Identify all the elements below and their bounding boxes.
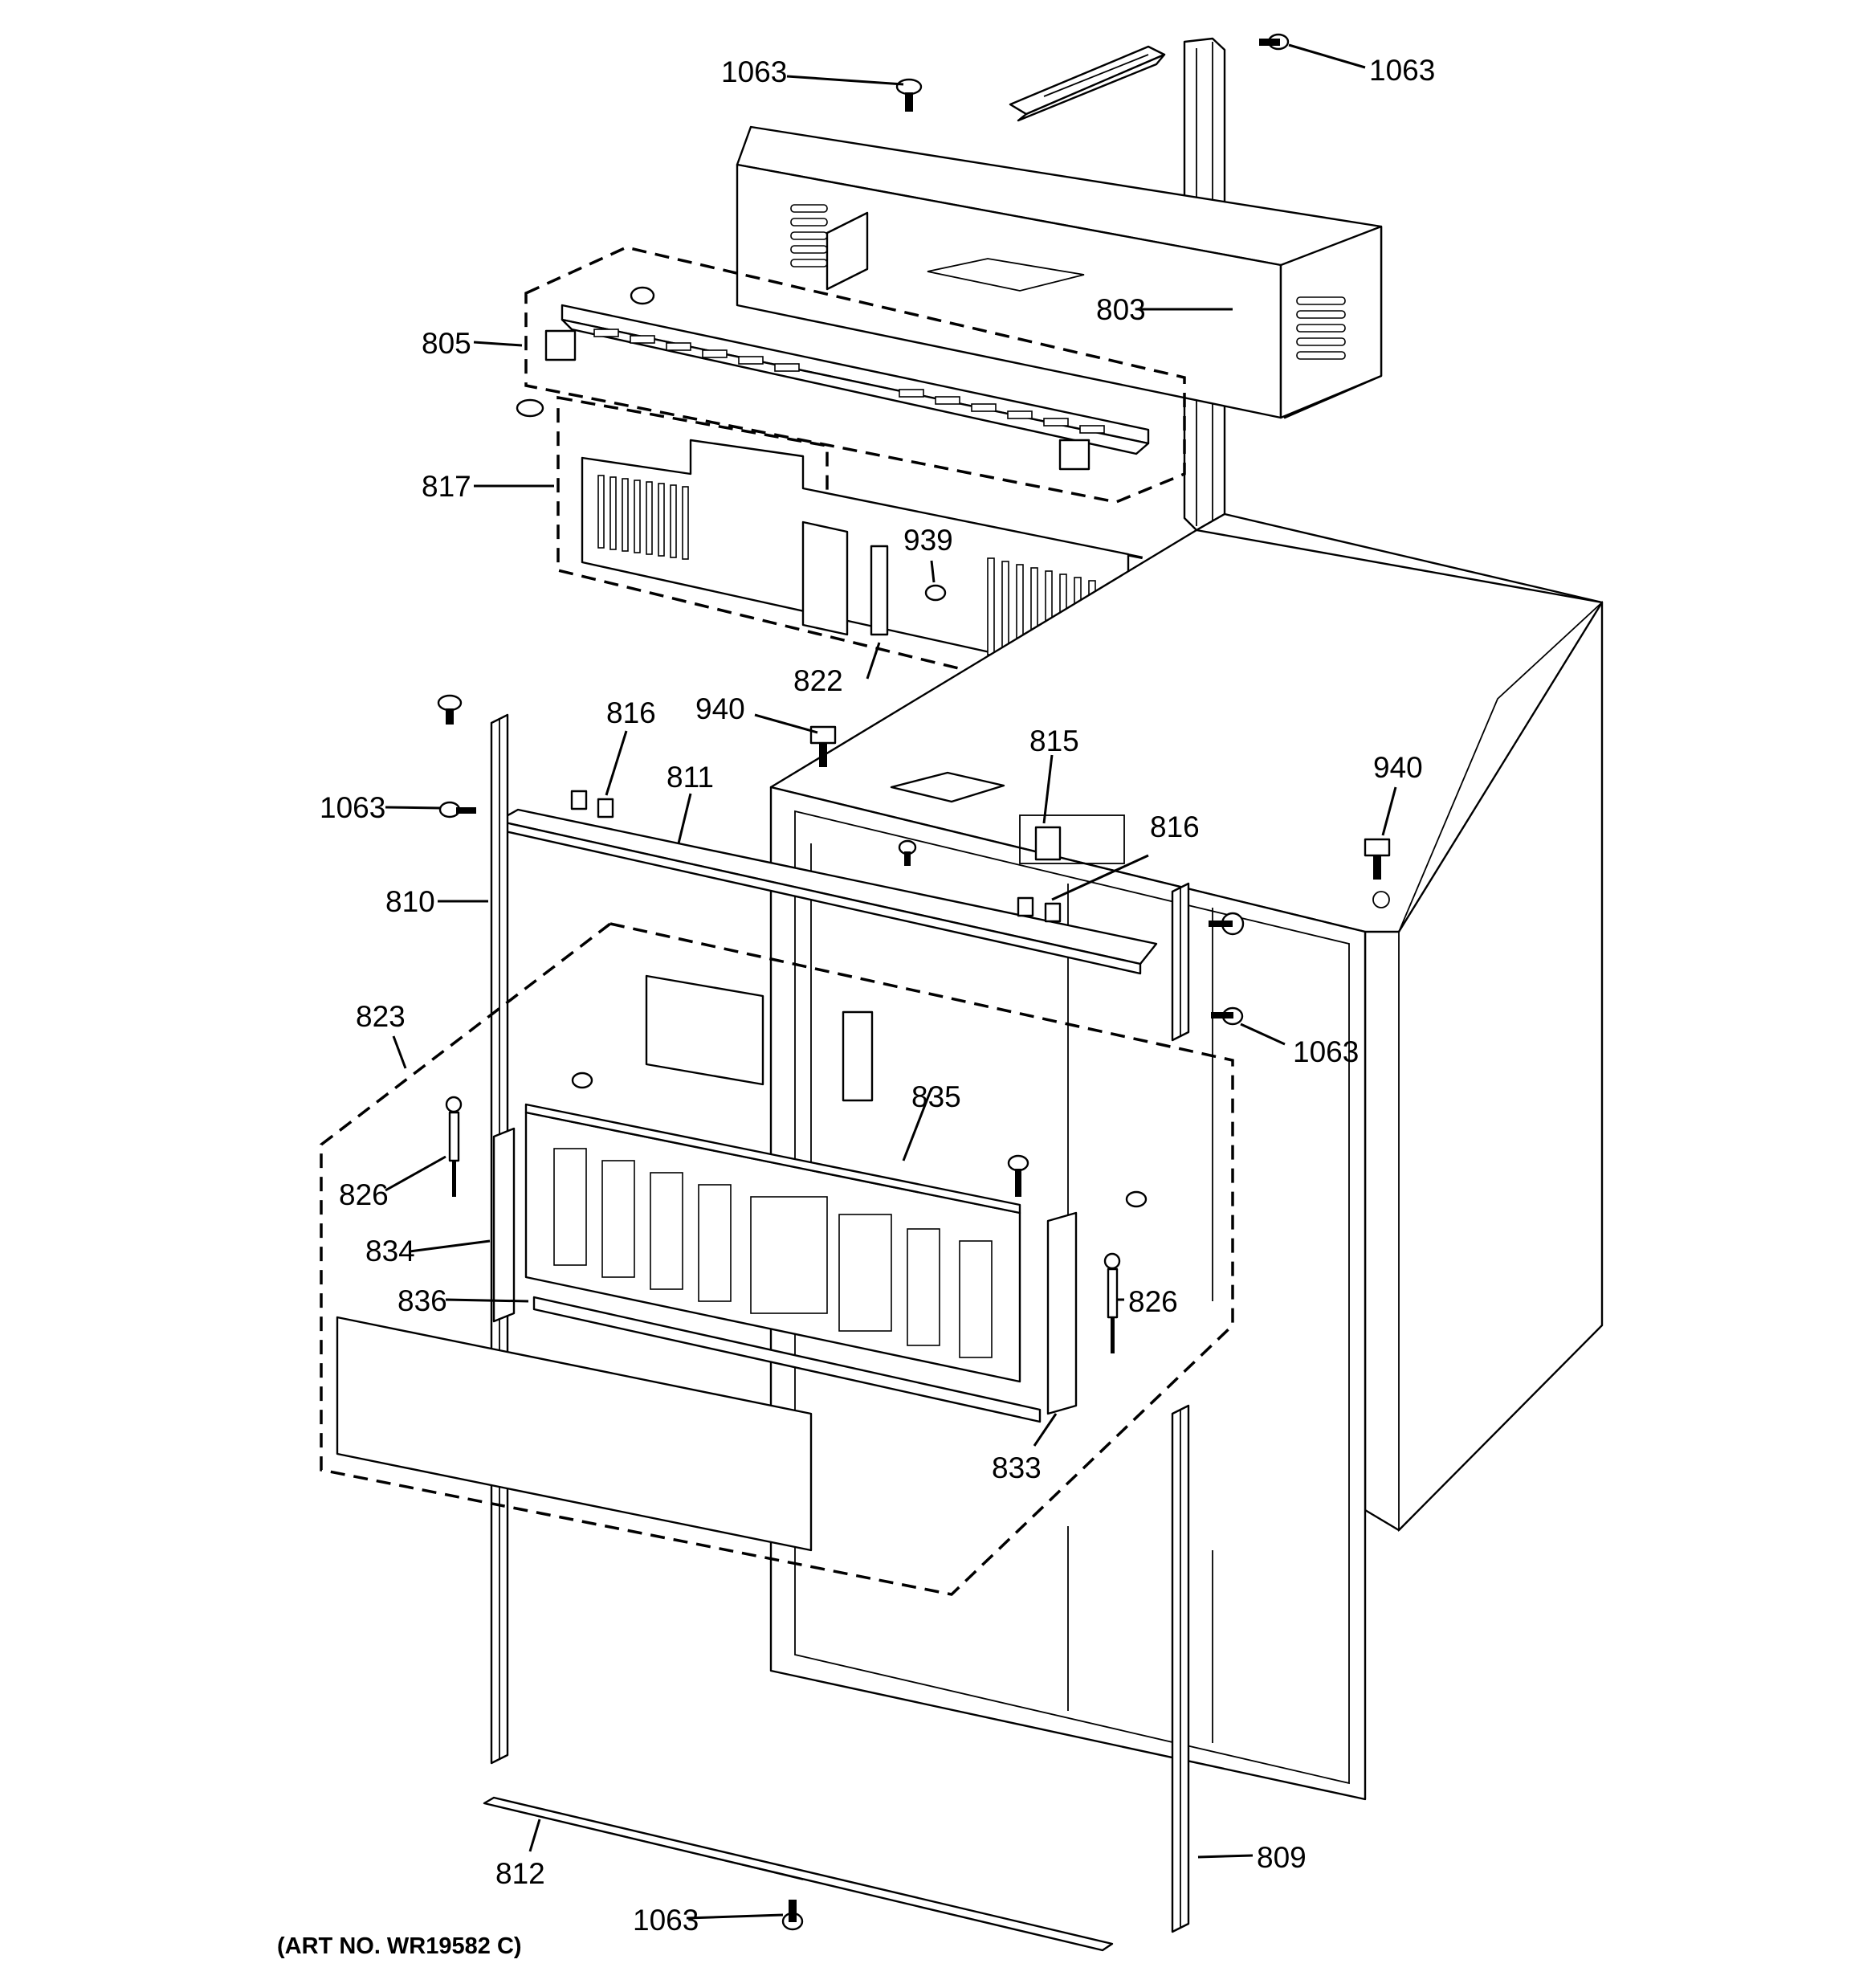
- screw-icon: [516, 398, 544, 418]
- callout-810: 810: [385, 885, 435, 918]
- bracket-clip-left: [544, 329, 577, 361]
- housing-left-vents: [790, 204, 828, 267]
- bracket-clip-right: [1058, 439, 1090, 471]
- bolt-icon: [809, 725, 837, 767]
- callout-815: 815: [1029, 725, 1079, 757]
- top-mounting-rail: [1009, 45, 1166, 122]
- callout-834: 834: [365, 1235, 415, 1268]
- panel-vents-left: [597, 475, 689, 560]
- bottom-trim-812: [483, 1796, 1114, 1952]
- callout-826: 826: [339, 1178, 389, 1211]
- screw-icon: [437, 694, 463, 725]
- callout-835: 835: [911, 1080, 961, 1113]
- art-number: (ART NO. WR19582 C): [277, 1933, 522, 1959]
- screw-icon: [1259, 33, 1290, 51]
- callout-817: 817: [422, 470, 471, 503]
- spacer-822: [870, 545, 889, 636]
- callout-1063: 1063: [320, 791, 385, 824]
- screw-icon: [1007, 1154, 1029, 1197]
- door-panel: [336, 1316, 813, 1552]
- side-trim-809: [1171, 882, 1190, 1933]
- callout-836: 836: [397, 1284, 447, 1317]
- screw-icon: [898, 839, 917, 866]
- assembly-805-outline: [524, 246, 1186, 504]
- side-bracket-833: [1046, 1211, 1078, 1415]
- side-bracket-834: [492, 1127, 516, 1323]
- gas-strut-826-left: [445, 1096, 463, 1197]
- front-vent-bracket: [561, 304, 1150, 455]
- clip-816: [570, 790, 588, 810]
- screw-icon: [781, 1900, 804, 1931]
- callout-833: 833: [992, 1451, 1042, 1484]
- callout-816: 816: [606, 696, 656, 729]
- callout-1063: 1063: [1369, 54, 1435, 87]
- bolt-icon: [1364, 838, 1391, 880]
- door-frame-835: [524, 1103, 1021, 1383]
- switch-815: [1034, 826, 1062, 861]
- screw-icon: [924, 584, 947, 602]
- callout-809: 809: [1257, 1841, 1307, 1874]
- callout-811: 811: [667, 761, 714, 794]
- info-card: [645, 974, 764, 1086]
- callout-940: 940: [1373, 751, 1423, 784]
- clip-816: [1044, 902, 1062, 923]
- callout-823: 823: [356, 1000, 406, 1033]
- bottom-strip-836: [532, 1296, 1042, 1423]
- callout-826: 826: [1128, 1285, 1178, 1318]
- screw-icon: [1209, 912, 1245, 936]
- callout-940: 940: [695, 692, 745, 725]
- callout-1063: 1063: [1293, 1035, 1359, 1068]
- pin-icon: [571, 1072, 593, 1089]
- assembly-823-outline: [320, 922, 1234, 1596]
- leader-lines: [385, 43, 1397, 1920]
- callout-1063: 1063: [721, 55, 787, 88]
- callout-816: 816: [1150, 810, 1200, 843]
- pin-icon: [1125, 1190, 1148, 1208]
- assembly-817-outline: [556, 395, 1186, 721]
- gas-strut-826-right: [1103, 1252, 1121, 1353]
- screw-icon: [630, 286, 655, 305]
- housing-right-vents: [1296, 296, 1346, 360]
- callout-939: 939: [903, 524, 953, 557]
- callout-1063: 1063: [633, 1904, 699, 1937]
- upper-housing: [736, 125, 1383, 419]
- callout-812: 812: [495, 1857, 545, 1890]
- screw-icon: [1211, 1006, 1244, 1026]
- screw-icon: [438, 801, 476, 818]
- clip-816: [1017, 896, 1034, 917]
- spacer-block: [842, 1010, 874, 1102]
- callout-822: 822: [793, 664, 843, 697]
- clip-816: [597, 798, 614, 818]
- callout-805: 805: [422, 327, 471, 360]
- callout-803: 803: [1096, 293, 1146, 326]
